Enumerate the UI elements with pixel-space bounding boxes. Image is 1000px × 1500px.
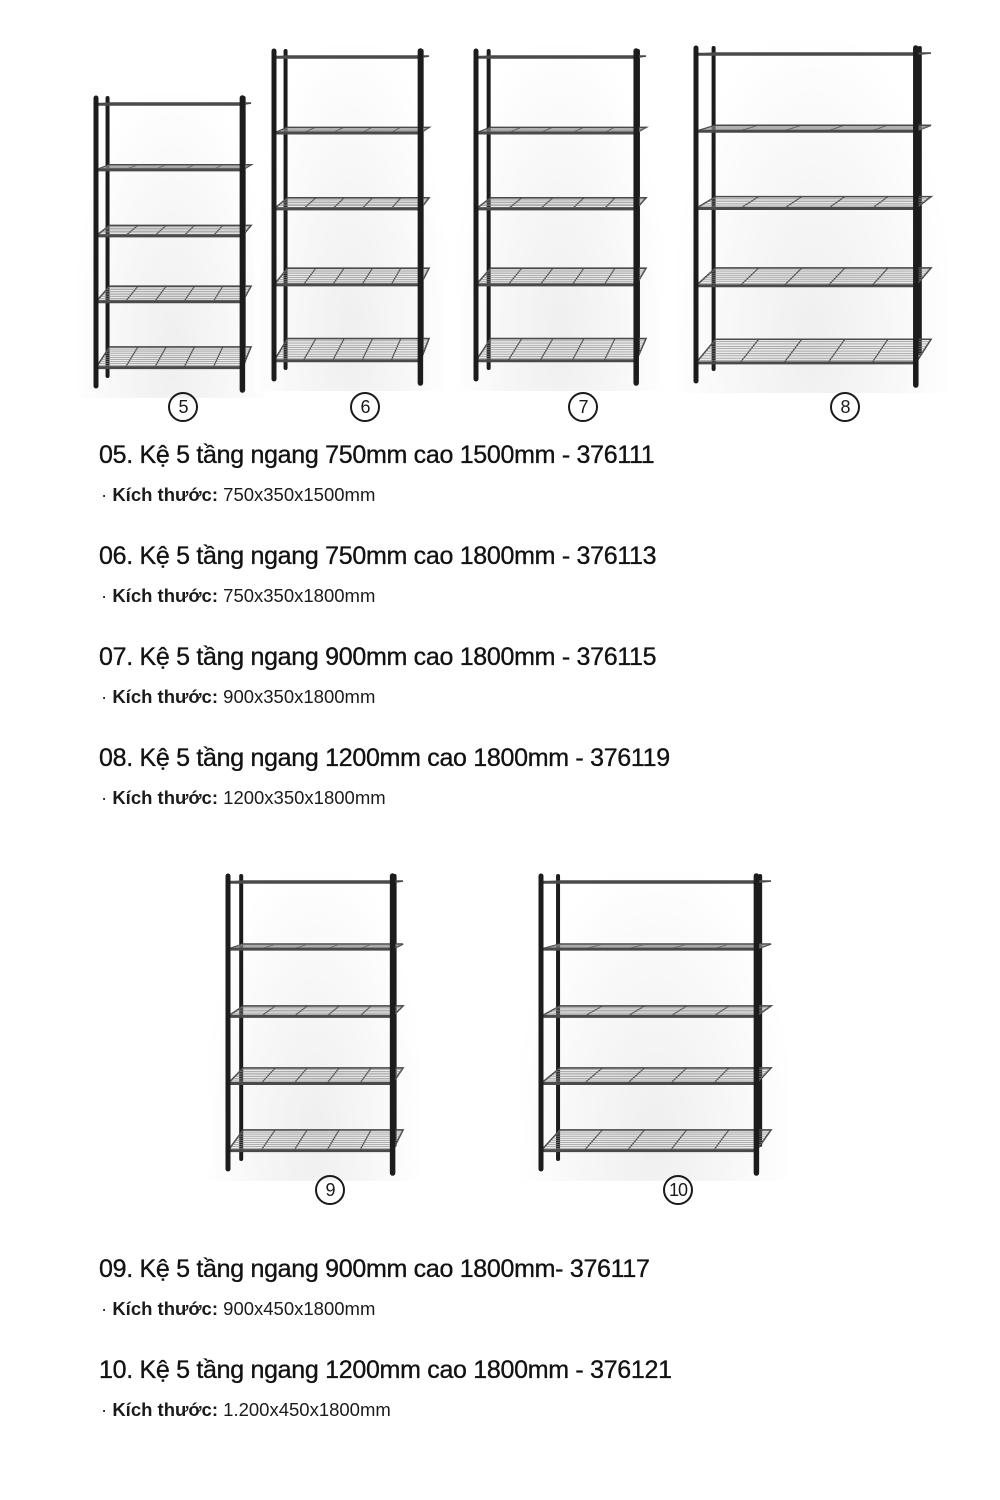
dimension-label: Kích thước:: [112, 484, 219, 505]
bullet: ·: [101, 1298, 108, 1319]
product-dimensions: · Kích thước: 900x450x1800mm: [99, 1297, 959, 1321]
number-badge-09: 9: [315, 1175, 345, 1205]
dimension-value: 750x350x1800mm: [223, 585, 376, 606]
dimension-value: 750x350x1500mm: [223, 484, 376, 505]
bullet: ·: [101, 1399, 108, 1420]
dimension-label: Kích thước:: [112, 787, 219, 808]
shelf-image-09: [208, 870, 421, 1181]
bullet: ·: [101, 484, 108, 505]
bullet: ·: [101, 686, 108, 707]
number-badge-06: 6: [350, 392, 380, 422]
product-title: 07. Kệ 5 tầng ngang 900mm cao 1800mm - 3…: [99, 643, 657, 671]
wire-shelf-icon: [473, 48, 650, 386]
number-badge-07: 7: [568, 392, 598, 422]
dimension-value: 900x350x1800mm: [223, 686, 376, 707]
shelf-image-08: [676, 42, 949, 393]
product-title: 08. Kệ 5 tầng ngang 1200mm cao 1800mm - …: [99, 744, 671, 772]
number-badge-08: 8: [830, 392, 860, 422]
shelf-image-05: [76, 92, 269, 398]
dimension-label: Kích thước:: [112, 585, 219, 606]
number-badge-05: 5: [168, 392, 198, 422]
product-spec-06: 06. Kệ 5 tầng ngang 750mm cao 1800mm - 3…: [99, 539, 959, 640]
product-title: 05. Kệ 5 tầng ngang 750mm cao 1500mm - 3…: [99, 441, 655, 469]
wire-shelf-icon: [271, 48, 432, 386]
bullet: ·: [101, 787, 108, 808]
number-badge-10: 10: [663, 1175, 693, 1205]
product-spec-09: 09. Kệ 5 tầng ngang 900mm cao 1800mm- 37…: [99, 1252, 959, 1353]
shelf-image-07: [456, 45, 664, 391]
product-dimensions: · Kích thước: 1200x350x1800mm: [99, 786, 959, 810]
dimension-label: Kích thước:: [112, 1399, 219, 1420]
product-dimensions: · Kích thước: 750x350x1800mm: [99, 584, 959, 608]
dimension-value: 1.200x450x1800mm: [223, 1399, 391, 1420]
bullet: ·: [101, 585, 108, 606]
wire-shelf-icon: [225, 873, 405, 1176]
product-spec-08: 08. Kệ 5 tầng ngang 1200mm cao 1800mm - …: [99, 741, 959, 842]
product-dimensions: · Kích thước: 900x350x1800mm: [99, 685, 959, 709]
wire-shelf-icon: [693, 45, 934, 388]
product-title: 09. Kệ 5 tầng ngang 900mm cao 1800mm- 37…: [99, 1255, 650, 1283]
shelf-image-06: [254, 45, 447, 391]
product-dimensions: · Kích thước: 750x350x1500mm: [99, 483, 959, 507]
dimension-value: 1200x350x1800mm: [223, 787, 386, 808]
shelf-image-10: [521, 870, 789, 1181]
dimension-value: 900x450x1800mm: [223, 1298, 376, 1319]
product-spec-07: 07. Kệ 5 tầng ngang 900mm cao 1800mm - 3…: [99, 640, 959, 741]
wire-shelf-icon: [93, 95, 254, 393]
product-title: 10. Kệ 5 tầng ngang 1200mm cao 1800mm - …: [99, 1356, 672, 1384]
product-spec-list-top: 05. Kệ 5 tầng ngang 750mm cao 1500mm - 3…: [99, 438, 959, 842]
dimension-label: Kích thước:: [112, 686, 219, 707]
product-spec-10: 10. Kệ 5 tầng ngang 1200mm cao 1800mm - …: [99, 1353, 959, 1454]
product-spec-05: 05. Kệ 5 tầng ngang 750mm cao 1500mm - 3…: [99, 438, 959, 539]
product-images-row-bottom: 9 10: [0, 860, 1000, 1220]
product-title: 06. Kệ 5 tầng ngang 750mm cao 1800mm - 3…: [99, 542, 657, 570]
product-images-row-top: 5 6 7 8: [0, 30, 1000, 422]
product-dimensions: · Kích thước: 1.200x450x1800mm: [99, 1398, 959, 1422]
wire-shelf-icon: [538, 873, 774, 1176]
dimension-label: Kích thước:: [112, 1298, 219, 1319]
product-spec-list-bottom: 09. Kệ 5 tầng ngang 900mm cao 1800mm- 37…: [99, 1252, 959, 1454]
